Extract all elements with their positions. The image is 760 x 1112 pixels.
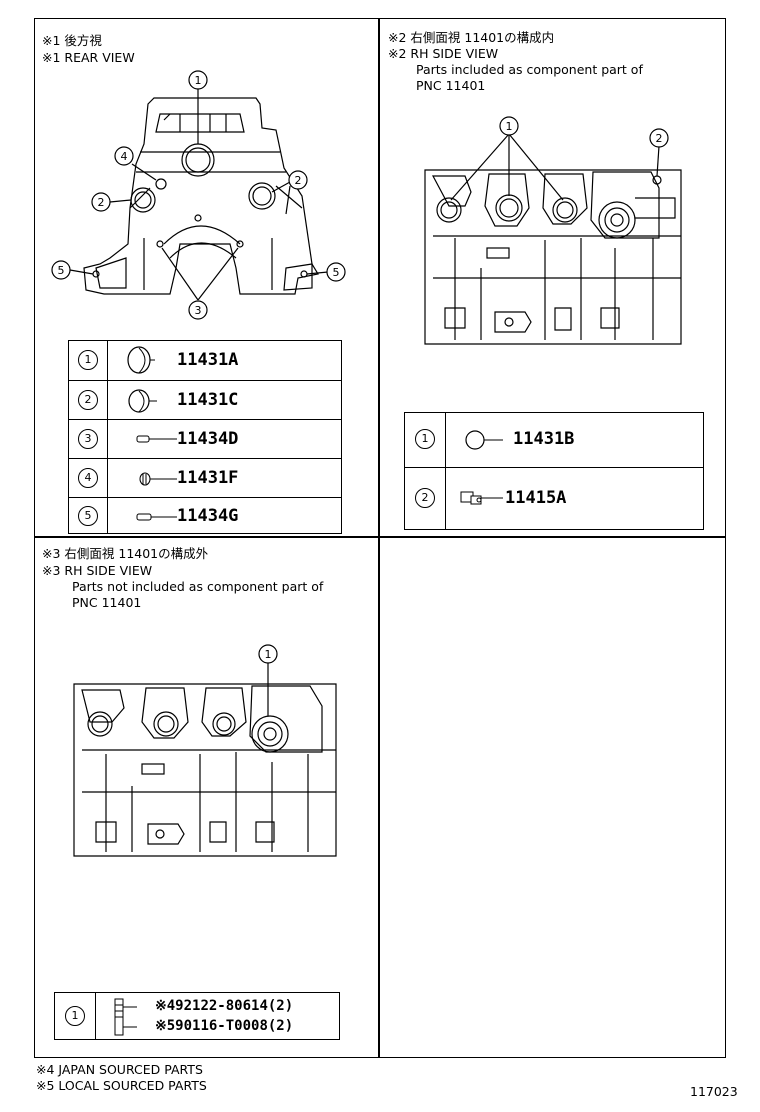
callout-3: 3 xyxy=(195,304,202,317)
panel1-title-jp: ※1 後方視 xyxy=(42,33,102,48)
callout-circle xyxy=(326,262,346,282)
callout-1: 1 xyxy=(195,74,202,87)
callout-circle xyxy=(188,70,208,90)
diagram-reference-number: 117023 xyxy=(690,1084,738,1099)
table-row: 2 11415A xyxy=(405,467,703,531)
footer-note-local: ※5 LOCAL SOURCED PARTS xyxy=(36,1078,207,1093)
table-row: 3 11434D xyxy=(69,419,341,458)
cup-plug-icon xyxy=(128,389,157,413)
callout-5: 5 xyxy=(58,264,65,277)
table-row: 1 11431A xyxy=(69,341,341,380)
panel2-title-jp: ※2 右側面視 11401の構成内 xyxy=(388,30,555,45)
panel2-parts-table: 1 11431B 2 11415A xyxy=(404,412,704,530)
panel3-note-2: PNC 11401 xyxy=(72,595,142,610)
panel3-title-en: ※3 RH SIDE VIEW xyxy=(42,563,153,578)
callout-5b: 5 xyxy=(333,266,340,279)
part-number-japan[interactable]: ※492122-80614(2) xyxy=(155,998,294,1014)
part-number[interactable]: 11431F xyxy=(177,468,239,488)
part-number[interactable]: 11431A xyxy=(177,350,239,370)
part-number[interactable]: 11431B xyxy=(513,429,575,449)
table-row: 2 11431C xyxy=(69,380,341,419)
callout-circle xyxy=(188,300,208,320)
table-row: 1 11431B xyxy=(405,413,703,467)
callout-2b: 2 xyxy=(295,174,302,187)
bolt-icon xyxy=(114,998,137,1036)
plug-icon xyxy=(139,472,177,486)
jet-icon xyxy=(460,491,503,505)
table-row: 1 ※492122-80614(2) ※590116-T0008(2) xyxy=(55,993,339,1041)
callout-circle xyxy=(288,170,308,190)
vertical-divider xyxy=(378,18,380,1058)
panel2-note-1: Parts included as component part of xyxy=(416,62,643,77)
cup-plug-icon xyxy=(127,346,155,374)
callout-1: 1 xyxy=(506,120,513,133)
panel1-parts-table: 1 11431A 2 11431C 3 11434D 4 11431F 5 11… xyxy=(68,340,342,534)
table-row: 4 11431F xyxy=(69,458,341,497)
part-number[interactable]: 11431C xyxy=(177,390,239,410)
rh-side-view-drawing: 1 2 xyxy=(424,116,682,345)
diagram-frame xyxy=(34,18,726,1058)
panel3-note-1: Parts not included as component part of xyxy=(72,579,324,594)
part-number-local[interactable]: ※590116-T0008(2) xyxy=(155,1018,294,1034)
callout-1: 1 xyxy=(265,648,272,661)
callout-circle xyxy=(114,146,134,166)
table-row: 5 11434G xyxy=(69,497,341,535)
callout-circle xyxy=(91,192,111,212)
rear-view-drawing: 1 4 2 2 5 5 3 xyxy=(51,70,346,320)
rh-side-view-external-drawing: 1 xyxy=(73,644,337,857)
callout-2: 2 xyxy=(98,196,105,209)
callout-4: 4 xyxy=(121,150,128,163)
panel3-parts-table: 1 ※492122-80614(2) ※590116-T0008(2) xyxy=(54,992,340,1040)
part-number[interactable]: 11434G xyxy=(177,506,239,526)
part-number[interactable]: 11415A xyxy=(505,488,567,508)
pin-icon xyxy=(136,513,177,521)
panel3-title-jp: ※3 右側面視 11401の構成外 xyxy=(42,546,209,561)
panel2-title-en: ※2 RH SIDE VIEW xyxy=(388,46,499,61)
pin-icon xyxy=(136,435,177,443)
part-number[interactable]: 11434D xyxy=(177,429,239,449)
cup-plug-icon xyxy=(465,430,503,450)
callout-circle xyxy=(51,260,71,280)
footer-note-japan: ※4 JAPAN SOURCED PARTS xyxy=(36,1062,203,1077)
panel2-note-2: PNC 11401 xyxy=(416,78,486,93)
horizontal-divider xyxy=(34,536,726,538)
panel1-title-en: ※1 REAR VIEW xyxy=(42,50,135,65)
callout-2: 2 xyxy=(656,132,663,145)
